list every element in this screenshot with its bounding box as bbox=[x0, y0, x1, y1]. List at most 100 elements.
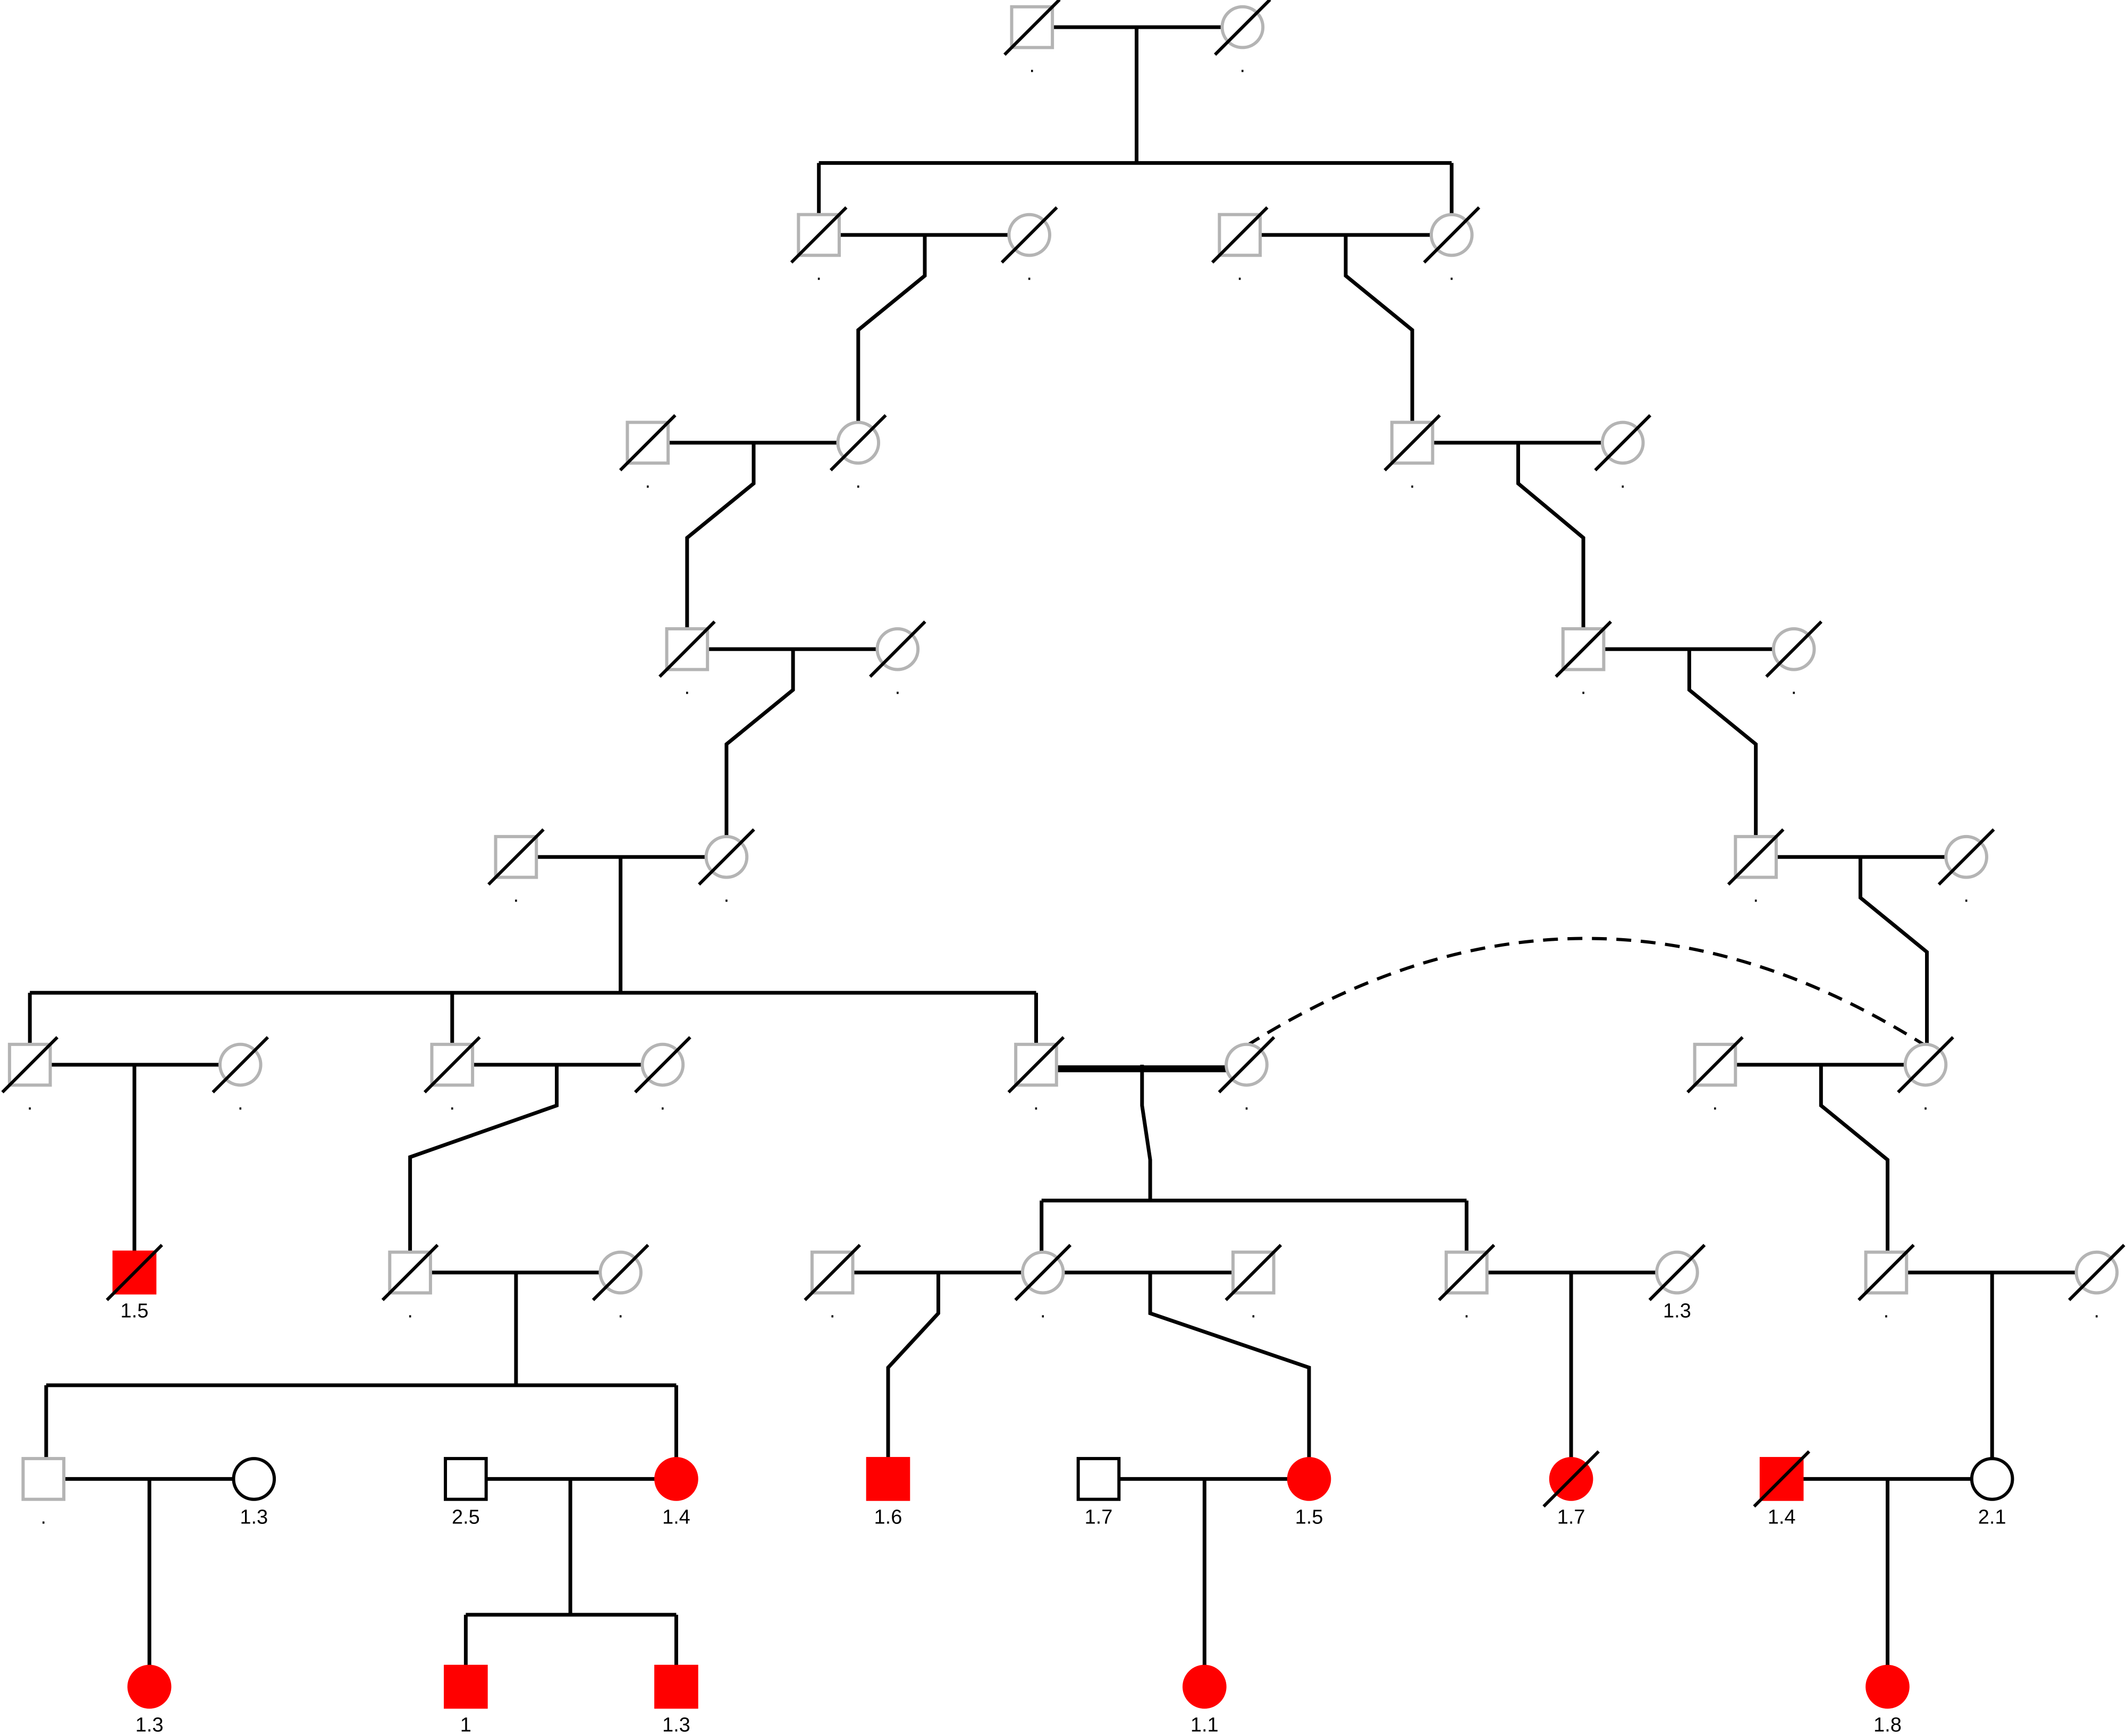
deceased-slash bbox=[790, 206, 848, 264]
individual-g1_m: . bbox=[1003, 0, 1061, 77]
pedigree-line bbox=[408, 1065, 559, 1272]
pedigree-line bbox=[1819, 1065, 1889, 1272]
duplicate-individual-link bbox=[1245, 937, 1927, 1047]
individual-label: . bbox=[1620, 470, 1626, 492]
deceased-slash bbox=[1383, 414, 1441, 471]
individual-label: . bbox=[1240, 54, 1246, 77]
individual-label: . bbox=[1712, 1092, 1718, 1114]
individual-label: . bbox=[1449, 262, 1455, 284]
deceased-slash bbox=[1218, 1036, 1276, 1093]
male-symbol bbox=[444, 1457, 488, 1501]
deceased-slash bbox=[1438, 1244, 1496, 1301]
individual-g9_m2: 1 bbox=[444, 1664, 488, 1736]
individual-label: 1.4 bbox=[662, 1506, 690, 1529]
deceased-slash bbox=[1, 1036, 59, 1093]
individual-label: . bbox=[450, 1092, 455, 1114]
individual-g6_m1: . bbox=[1, 1036, 59, 1114]
individual-label: . bbox=[238, 1092, 243, 1114]
deceased-slash bbox=[1594, 414, 1652, 471]
individual-g7_m4: . bbox=[1225, 1244, 1282, 1322]
female-symbol bbox=[1182, 1664, 1227, 1709]
individual-label: . bbox=[724, 884, 730, 907]
deceased-slash bbox=[1765, 620, 1823, 678]
individual-label: 1.1 bbox=[1191, 1714, 1219, 1736]
individual-label: . bbox=[1040, 1300, 1046, 1322]
individual-g8_f1: 1.3 bbox=[232, 1457, 276, 1529]
individual-label: . bbox=[1251, 1300, 1256, 1322]
deceased-slash bbox=[698, 828, 755, 886]
individual-g2_m1: . bbox=[790, 206, 848, 284]
individual-label: . bbox=[660, 1092, 666, 1114]
individual-g4_m1: . bbox=[658, 620, 716, 699]
individual-label: . bbox=[830, 1300, 835, 1322]
individual-label: 1.3 bbox=[136, 1714, 164, 1736]
individual-g7_m3: . bbox=[804, 1244, 862, 1322]
deceased-slash bbox=[1686, 1036, 1744, 1093]
individual-g8_f6: 2.1 bbox=[1970, 1457, 2014, 1529]
individual-label: . bbox=[645, 470, 651, 492]
female-symbol bbox=[654, 1457, 698, 1501]
individual-label: . bbox=[1026, 262, 1032, 284]
individual-g4_f2: . bbox=[1765, 620, 1823, 699]
individual-g9_f4: 1.1 bbox=[1182, 1664, 1227, 1736]
deceased-slash bbox=[829, 414, 887, 471]
individual-label: . bbox=[1581, 677, 1586, 699]
pedigree-line bbox=[1148, 1272, 1311, 1479]
deceased-slash bbox=[381, 1244, 439, 1301]
pedigree-line bbox=[856, 235, 927, 443]
deceased-slash bbox=[634, 1036, 691, 1093]
individual-g4_f1: . bbox=[868, 620, 926, 699]
pedigree-line bbox=[1516, 442, 1585, 650]
individual-label: 2.1 bbox=[1978, 1506, 2006, 1529]
individual-g6_m4: . bbox=[1686, 1036, 1744, 1114]
female-symbol bbox=[1287, 1457, 1331, 1501]
deceased-slash bbox=[1897, 1036, 1954, 1093]
pedigree-line bbox=[724, 649, 795, 857]
deceased-slash bbox=[1555, 620, 1612, 678]
individual-g3_f2: . bbox=[1594, 414, 1652, 492]
individual-label: 1.5 bbox=[121, 1300, 149, 1322]
individual-g8_m2: 2.5 bbox=[444, 1457, 488, 1529]
individual-g7_m1: 1.5 bbox=[106, 1244, 163, 1322]
individual-g7_f2: . bbox=[592, 1244, 649, 1322]
individual-g8_m4: 1.7 bbox=[1076, 1457, 1121, 1529]
deceased-slash bbox=[658, 620, 716, 678]
individual-g9_f1: 1.3 bbox=[127, 1664, 172, 1736]
individual-label: 1.3 bbox=[1663, 1300, 1691, 1322]
individual-g2_f1: . bbox=[1000, 206, 1058, 284]
male-symbol bbox=[21, 1457, 66, 1501]
deceased-slash bbox=[2068, 1244, 2125, 1301]
individual-g5_m1: . bbox=[487, 828, 545, 907]
individual-label: . bbox=[1409, 470, 1415, 492]
individual-label: . bbox=[1237, 262, 1243, 284]
individual-g2_m2: . bbox=[1211, 206, 1269, 284]
pedigree-line bbox=[886, 1272, 940, 1479]
male-symbol bbox=[1076, 1457, 1121, 1501]
individual-g7_m6: . bbox=[1858, 1244, 1915, 1322]
individual-label: . bbox=[895, 677, 901, 699]
individual-g7_m5: . bbox=[1438, 1244, 1496, 1322]
individual-g5_m2: . bbox=[1727, 828, 1785, 907]
individual-label: 1 bbox=[460, 1714, 471, 1736]
individual-label: . bbox=[685, 677, 690, 699]
deceased-slash bbox=[1542, 1450, 1600, 1508]
deceased-slash bbox=[1003, 0, 1061, 56]
individual-label: 1.3 bbox=[240, 1506, 268, 1529]
female-symbol bbox=[232, 1457, 276, 1501]
deceased-slash bbox=[212, 1036, 269, 1093]
individual-g9_m3: 1.3 bbox=[654, 1664, 698, 1736]
individual-g3_f1: . bbox=[829, 414, 887, 492]
deceased-slash bbox=[1648, 1244, 1706, 1301]
individual-label: . bbox=[816, 262, 822, 284]
individual-label: . bbox=[1753, 884, 1759, 907]
individual-g5_f2: . bbox=[1937, 828, 1995, 907]
deceased-slash bbox=[1000, 206, 1058, 264]
deceased-slash bbox=[1753, 1450, 1811, 1508]
individual-g6_f4: . bbox=[1897, 1036, 1954, 1114]
individual-g8_m1: . bbox=[21, 1457, 66, 1529]
pedigree-line bbox=[1140, 1065, 1152, 1201]
individual-g4_m2: . bbox=[1555, 620, 1612, 699]
female-symbol bbox=[127, 1664, 172, 1709]
